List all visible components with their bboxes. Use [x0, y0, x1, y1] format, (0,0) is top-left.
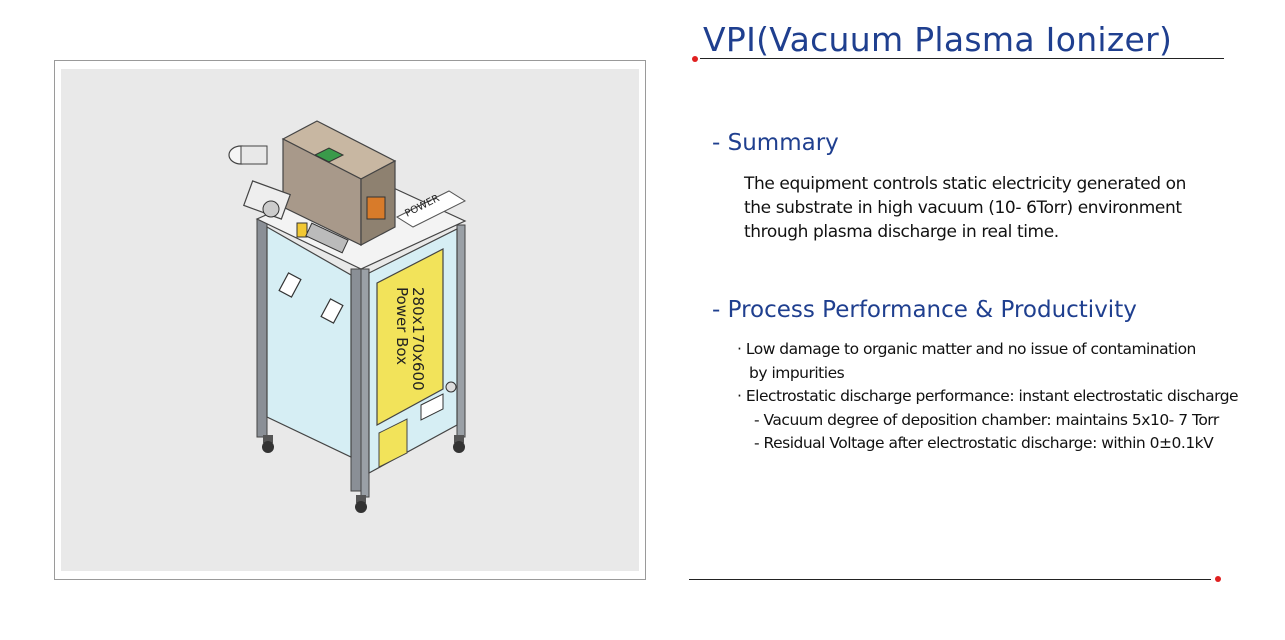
summary-line: The equipment controls static electricit…	[744, 174, 1187, 194]
title-underline	[700, 58, 1224, 59]
title-accent-dot	[692, 56, 698, 62]
performance-subitem: - Vacuum degree of deposition chamber: m…	[754, 410, 1219, 429]
summary-text: The equipment controls static electricit…	[744, 172, 1214, 244]
bottom-divider	[689, 579, 1211, 580]
power-box-dimensions: 280x170x600	[409, 287, 427, 391]
performance-list: · Low damage to organic matter and no is…	[737, 338, 1257, 456]
summary-line: the substrate in high vacuum (10- 6Torr)…	[744, 198, 1182, 218]
summary-line: through plasma discharge in real time.	[744, 222, 1059, 242]
summary-heading: - Summary	[712, 130, 839, 156]
product-image: Power Box 280x170x600 POWER	[61, 69, 639, 571]
performance-heading: - Process Performance & Productivity	[712, 297, 1137, 323]
performance-subitem: - Residual Voltage after electrostatic d…	[754, 434, 1214, 452]
power-box-label: Power Box	[393, 287, 411, 365]
vpi-equipment-illustration: Power Box 280x170x600 POWER	[228, 120, 467, 513]
product-image-frame: Power Box 280x170x600 POWER	[54, 60, 646, 580]
performance-item: · Low damage to organic matter and no is…	[737, 340, 1196, 358]
bottom-accent-dot	[1215, 576, 1221, 582]
page-title: VPI(Vacuum Plasma Ionizer)	[703, 20, 1173, 59]
performance-item: · Electrostatic discharge performance: i…	[737, 387, 1239, 405]
performance-item-continuation: by impurities	[749, 363, 845, 382]
